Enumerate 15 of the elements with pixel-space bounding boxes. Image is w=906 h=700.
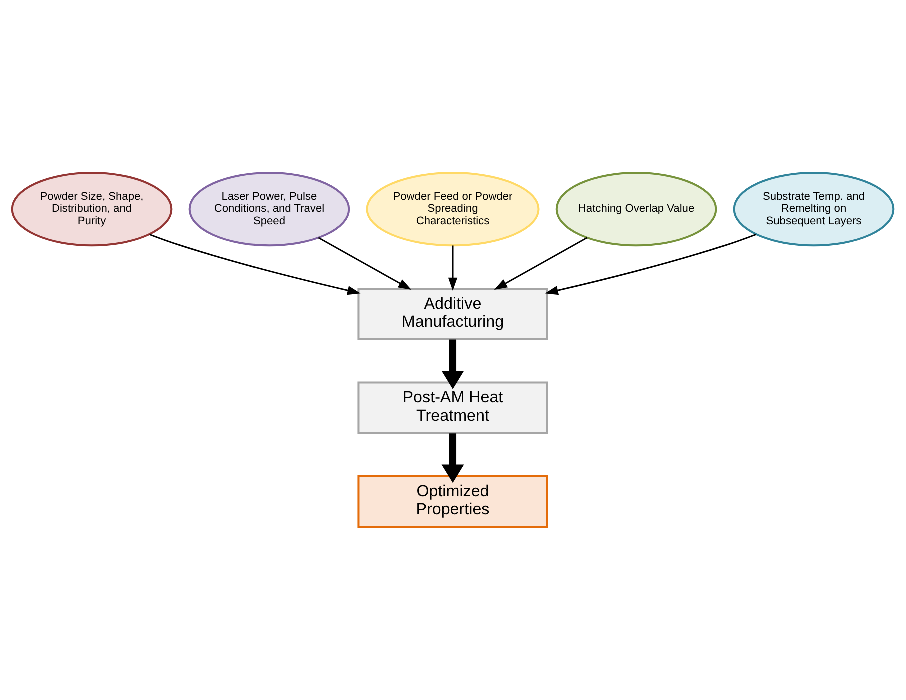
arrow — [150, 234, 361, 296]
arrow — [448, 246, 458, 292]
node-box: Optimized Properties — [358, 476, 548, 528]
arrow — [442, 340, 464, 390]
arrow — [545, 234, 756, 296]
arrow — [442, 434, 464, 484]
arrow — [318, 237, 412, 290]
node-ellipse: Powder Feed or Powder Spreading Characteristics — [366, 172, 540, 247]
node-box: Additive Manufacturing — [358, 288, 548, 340]
node-ellipse: Substrate Temp. and Remelting on Subsequent Layers — [733, 172, 895, 247]
node-ellipse: Powder Size, Shape, Distribution, and Purity — [11, 172, 173, 247]
node-ellipse: Hatching Overlap Value — [556, 172, 718, 247]
node-ellipse: Laser Power, Pulse Conditions, and Travel Speed — [188, 172, 350, 247]
node-box: Post-AM Heat Treatment — [358, 382, 548, 434]
arrow — [494, 237, 588, 290]
